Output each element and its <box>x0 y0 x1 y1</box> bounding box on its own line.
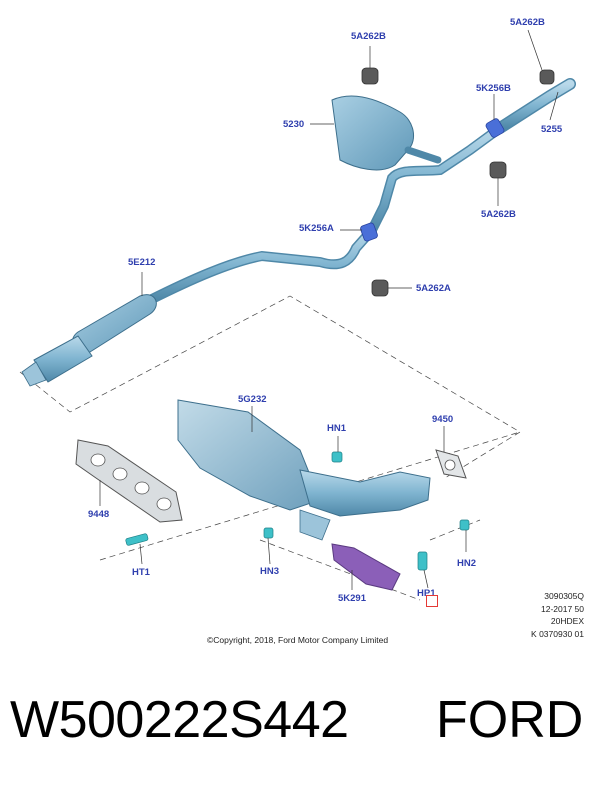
callout-5k256a: 5K256A <box>299 223 334 234</box>
callout-5a262b-mid: 5A262B <box>481 209 516 220</box>
leader-lines <box>99 29 559 590</box>
front-pipe-assembly <box>21 225 377 387</box>
flange-gasket-9450 <box>435 449 467 479</box>
clamps <box>360 118 505 242</box>
callout-5a262a: 5A262A <box>416 283 451 294</box>
reference-line: 3090305Q <box>544 591 584 601</box>
callout-ht1: HT1 <box>132 567 150 578</box>
exhaust-manifold <box>177 399 431 541</box>
nut-hn1 <box>331 451 343 463</box>
nut-hn2 <box>459 519 470 531</box>
callout-5g232: 5G232 <box>238 394 267 405</box>
callout-9450: 9450 <box>432 414 454 425</box>
reference-line: 20HDEX <box>550 616 584 626</box>
reference-code-block: 3090305Q 12-2017 50 20HDEX K 0370930 01 <box>531 590 584 640</box>
insulator-5a262b-top <box>361 67 379 85</box>
nut-hn3 <box>263 527 274 539</box>
bolt-hp1 <box>417 551 428 571</box>
callout-hn3: HN3 <box>260 566 280 577</box>
clamp-5k256b <box>485 118 505 138</box>
heat-shield-gasket-5k291 <box>331 543 401 591</box>
callout-hn2: HN2 <box>457 558 477 569</box>
callout-9448: 9448 <box>88 509 110 520</box>
callout-5k256b: 5K256B <box>476 83 511 94</box>
brand-name: FORD <box>436 691 584 749</box>
manifold-gasket-9448 <box>75 439 183 523</box>
copyright-text: ©Copyright, 2018, Ford Motor Company Lim… <box>207 635 389 645</box>
stud-ht1 <box>125 533 149 546</box>
callout-hp1: HP1 <box>417 588 436 599</box>
callout-5a262b-right: 5A262B <box>510 17 545 28</box>
highlight-box <box>426 595 438 607</box>
reference-line: 12-2017 50 <box>540 603 584 614</box>
callout-hn1: HN1 <box>327 423 347 434</box>
callout-5e212: 5E212 <box>128 257 156 268</box>
callout-5255: 5255 <box>541 124 563 135</box>
rear-silencer <box>331 95 415 171</box>
rear-silencer-assembly <box>331 78 576 235</box>
exhaust-system-diagram <box>19 29 576 601</box>
callout-5a262b-top: 5A262B <box>351 31 386 42</box>
insulator-5a262b-right <box>539 69 555 85</box>
reference-line: K 0370930 01 <box>531 628 584 639</box>
callout-5230: 5230 <box>283 119 305 130</box>
callout-5k291: 5K291 <box>338 593 366 604</box>
fasteners <box>125 451 470 571</box>
part-number: W500222S442 <box>10 691 349 749</box>
insulator-5a262b-mid <box>489 161 507 179</box>
insulator-5a262a <box>371 279 389 297</box>
clamp-5k256a <box>360 222 378 242</box>
rubber-insulators <box>361 67 555 297</box>
